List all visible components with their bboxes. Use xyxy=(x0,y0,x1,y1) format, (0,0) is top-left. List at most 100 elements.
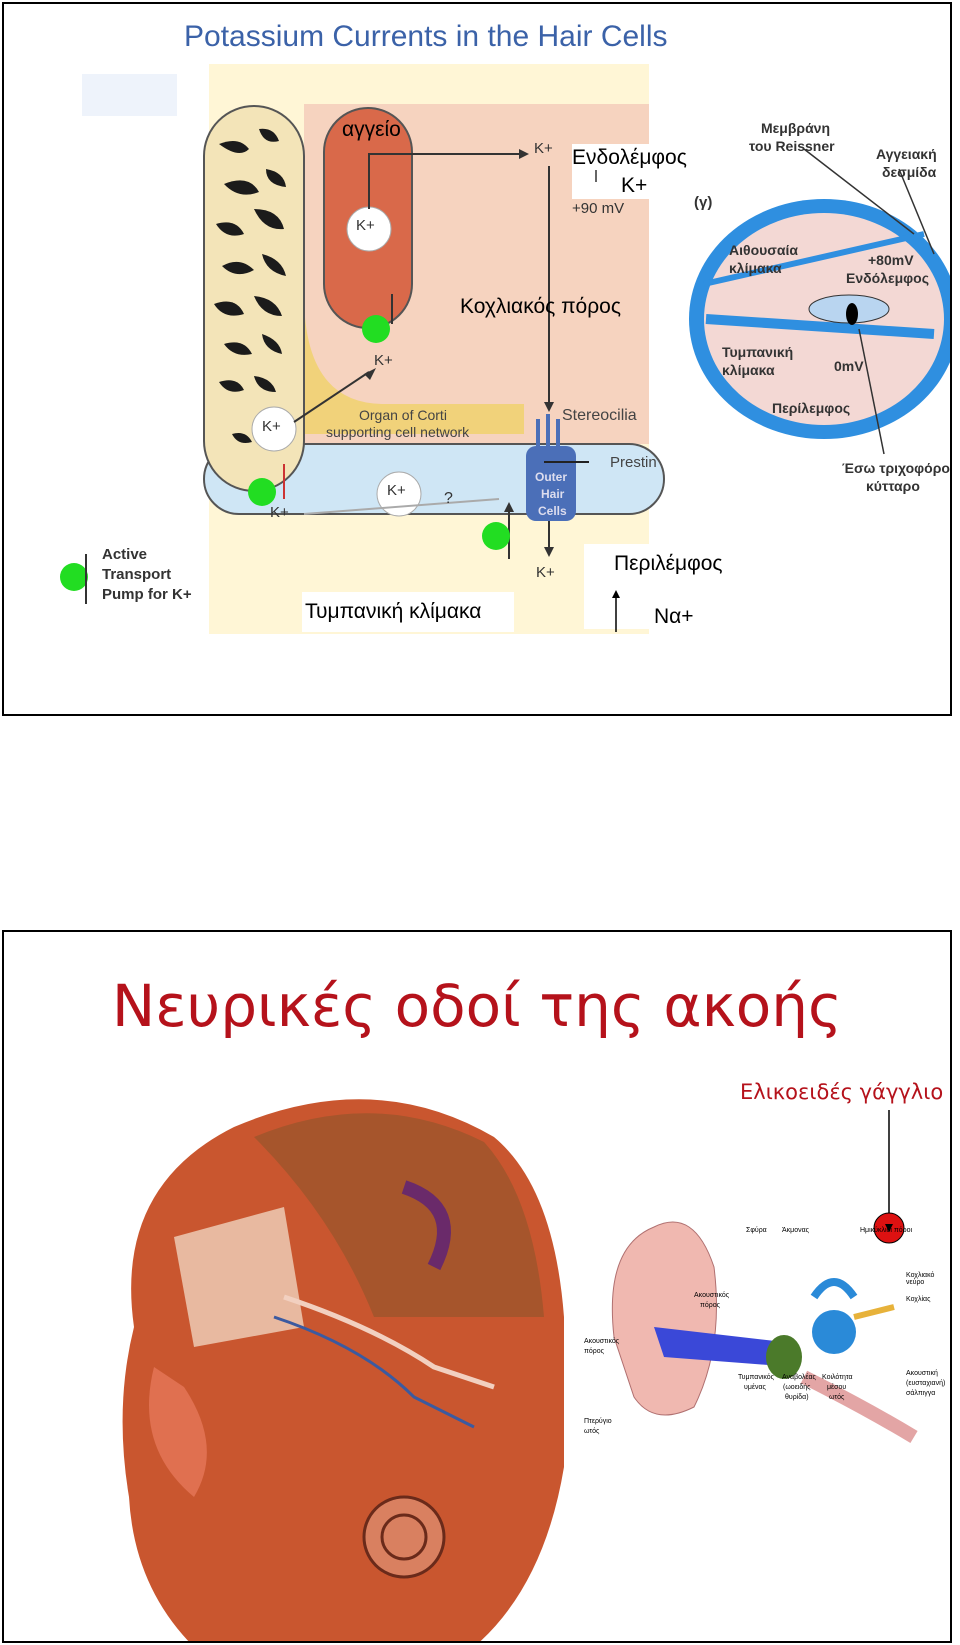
cochlea-label: Κοχλίας xyxy=(906,1296,931,1303)
pinna-label-2: ωτός xyxy=(584,1428,600,1435)
endolymph-label: Ενδολέμφος xyxy=(572,146,687,170)
k-label-bone: K+ xyxy=(262,418,281,435)
pump-hair-cell xyxy=(482,522,510,550)
reissner-label-1: Μεμβράνη xyxy=(761,120,831,136)
zero-mv-label: 0mV xyxy=(834,358,864,374)
stria-label-2: δεσμίδα xyxy=(882,164,937,180)
vestibuli-label-2: κλίμακα xyxy=(729,260,782,276)
reissner-label-2: του Reissner xyxy=(749,138,835,154)
cochlea-spiral-inner xyxy=(380,1513,428,1561)
stria-pointer xyxy=(898,168,935,255)
sodium-label: Να+ xyxy=(654,605,694,629)
ganglion-pointer xyxy=(873,1110,905,1244)
scala-tympani-label: Τυμπανική κλίμακα xyxy=(305,600,482,624)
faded-block xyxy=(82,74,177,116)
bone-pattern xyxy=(214,128,286,443)
k-label-scala: K+ xyxy=(387,482,406,499)
k-label-top: K+ xyxy=(534,140,553,157)
basilar-partition xyxy=(705,314,935,339)
stapes-label-2: (ωοειδής xyxy=(783,1384,811,1391)
cochlea-cross-section xyxy=(689,148,950,455)
auricle-label-1: Ακουστικός xyxy=(694,1292,730,1299)
prestin-label: Prestin xyxy=(610,454,657,471)
ventricle xyxy=(401,1180,451,1271)
canals-label: Ημικύκλιοι πόροι xyxy=(860,1227,913,1234)
cochlear-duct-label: Κοχλιακός πόρος xyxy=(460,295,621,318)
malleus-label: Σφύρα xyxy=(746,1227,767,1234)
cochlea-spiral xyxy=(362,1495,446,1579)
ear-canal xyxy=(654,1327,794,1367)
cochlear-nerve-label: Κοχλιακό νεύρο xyxy=(906,1272,935,1286)
nerve-bundle xyxy=(283,1294,495,1390)
cavity-label-3: ωτός xyxy=(829,1394,845,1401)
eustachian-label-3: σάλπιγγα xyxy=(906,1390,936,1397)
question-label: ? xyxy=(444,490,453,507)
spiral-ganglion-label: Ελικοειδές γάγγλιο xyxy=(740,1080,944,1104)
ear-anatomy-illustration xyxy=(611,1221,918,1444)
ihc-label-2: κύτταρο xyxy=(866,478,920,494)
head-anatomy-illustration xyxy=(122,1099,564,1641)
cochlea-panel-tag: (γ) xyxy=(694,194,713,211)
organ-of-corti-label: Organ of Corti xyxy=(359,407,447,423)
supporting-network-label: supporting cell network xyxy=(326,424,470,440)
support-region xyxy=(304,294,524,434)
slide-title: Νευρικές οδοί της ακοής xyxy=(111,972,843,1040)
cells-label: Cells xyxy=(538,504,567,518)
ear-canal-label-2: πόρος xyxy=(584,1348,604,1355)
cochlea-endolymph-label: Ενδόλεμφος xyxy=(846,270,930,286)
auricle-label-2: πόρος xyxy=(700,1302,720,1309)
k-label-support: K+ xyxy=(374,352,393,369)
legend-line-3: Pump for K+ xyxy=(102,586,192,603)
perilymph-label: Περιλέμφος xyxy=(614,552,723,576)
vestibuli-label-1: Αιθουσαία xyxy=(729,242,798,258)
slide-title: Potassium Currents in the Hair Cells xyxy=(184,20,668,53)
outer-ear xyxy=(149,1367,207,1497)
cavity-label-1: Κοιλότητα xyxy=(822,1374,853,1381)
tympanic-label-1: Τυμπανικός xyxy=(738,1374,775,1381)
cavity-label-2: μέσου xyxy=(827,1384,847,1391)
stapes-label-3: θυρίδα) xyxy=(785,1394,809,1401)
k-label-bottom-left: K+ xyxy=(270,504,289,521)
k-label-vessel: K+ xyxy=(356,217,375,234)
brain-region xyxy=(254,1113,544,1317)
stereocilia-label: Stereocilia xyxy=(562,407,637,424)
pinna xyxy=(611,1221,717,1416)
pump-vessel xyxy=(362,315,390,343)
eustachian-label-2: (ευσταχιανή) xyxy=(906,1380,946,1387)
ihc-label-1: Έσω τριχοφόρο xyxy=(842,460,950,476)
vessel-label: αγγείο xyxy=(342,118,401,141)
slide-auditory-pathways: Νευρικές οδοί της ακοής Ελικοειδές γάγγλ… xyxy=(2,930,952,1643)
ear-canal-label-1: Ακουστικός xyxy=(584,1338,620,1345)
inner-hair-cell xyxy=(846,303,858,325)
pump-legend-icon xyxy=(60,563,88,591)
ihc-pointer xyxy=(858,328,885,455)
plus80-label: +80mV xyxy=(868,252,914,268)
tympani-label-1: Τυμπανική xyxy=(722,344,794,360)
stapes-label-1: Αναβολέας xyxy=(782,1374,816,1381)
hair-label: Hair xyxy=(541,487,565,501)
legend-line-1: Active xyxy=(102,546,148,563)
cochlear-nerve xyxy=(853,1304,895,1320)
pump-bone xyxy=(248,478,276,506)
middle-ear xyxy=(766,1335,802,1379)
cochlea xyxy=(812,1310,856,1354)
k-plus-overlay: K+ xyxy=(621,174,648,197)
flow-arrows xyxy=(283,153,550,559)
incus-label: Άκμονας xyxy=(782,1227,810,1234)
outer-hair-cell xyxy=(526,414,576,521)
auditory-nerve xyxy=(273,1315,475,1429)
k-ion-bone xyxy=(251,406,297,452)
k-label-bottom: K+ xyxy=(536,564,555,581)
eustachian-tube xyxy=(800,1370,918,1444)
reissner-membrane xyxy=(703,231,925,287)
legend-line-2: Transport xyxy=(102,566,172,583)
slide-potassium-currents: Potassium Currents in the Hair Cells xyxy=(2,2,952,716)
tympanic-label-2: υμένας xyxy=(744,1384,766,1391)
pinna-label-1: Πτερύγιο xyxy=(584,1418,612,1425)
eustachian-label-1: Ακουστική xyxy=(906,1370,938,1377)
stria-label-1: Αγγειακή xyxy=(876,146,937,162)
outer-label: Outer xyxy=(535,470,568,484)
tympani-label-2: κλίμακα xyxy=(722,362,775,378)
skull-cut xyxy=(174,1207,304,1347)
cochlea-perilymph-label: Περίλεμφος xyxy=(772,400,851,416)
